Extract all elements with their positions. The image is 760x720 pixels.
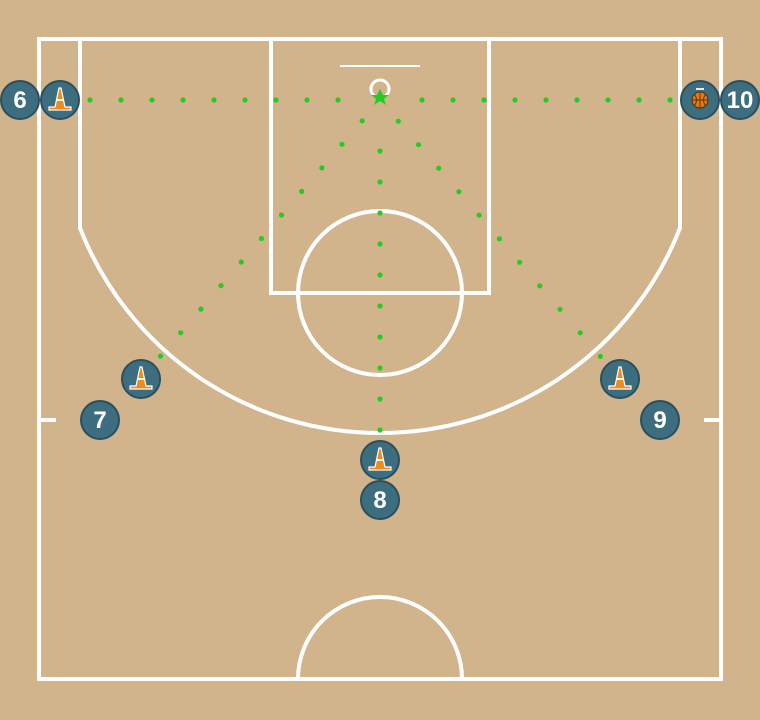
path-dot-9 xyxy=(557,306,563,312)
path-dot-7 xyxy=(218,283,224,289)
path-dot-8 xyxy=(377,365,383,371)
path-dot-9 xyxy=(415,142,422,148)
path-dot-6 xyxy=(149,97,155,103)
path-dot-7 xyxy=(157,353,164,359)
path-dot-7 xyxy=(359,118,365,124)
path-dot-7 xyxy=(238,259,244,265)
path-dot-10 xyxy=(605,97,611,103)
player-9-badge xyxy=(640,400,680,440)
cone-icon xyxy=(368,447,392,471)
path-dot-7 xyxy=(299,188,305,194)
path-dot-10 xyxy=(574,97,580,103)
player-10-position xyxy=(680,80,720,120)
cone-icon xyxy=(48,87,72,111)
path-dot-7 xyxy=(339,141,345,147)
path-dot-8 xyxy=(377,179,383,185)
player-7-badge xyxy=(80,400,120,440)
path-dot-10 xyxy=(450,97,456,103)
path-dot-9 xyxy=(577,330,583,336)
path-dot-10 xyxy=(543,97,549,103)
path-dot-9 xyxy=(395,118,401,124)
player-7-label: 7 xyxy=(93,407,106,434)
path-dot-6 xyxy=(304,97,310,103)
path-dot-7 xyxy=(198,306,204,312)
cone-icon xyxy=(129,366,153,390)
path-dot-10 xyxy=(512,97,518,103)
player-6-position xyxy=(40,80,80,120)
player-8-label: 8 xyxy=(373,487,386,514)
path-dot-9 xyxy=(456,189,462,195)
path-dot-9 xyxy=(476,212,482,218)
player-8-badge xyxy=(360,480,400,520)
player-10[interactable]: 10 xyxy=(680,80,760,120)
path-dot-6 xyxy=(118,97,124,103)
path-dot-9 xyxy=(496,236,502,242)
path-dot-6 xyxy=(180,97,186,103)
player-6[interactable]: 6 xyxy=(0,80,80,120)
player-8[interactable]: 8 xyxy=(360,440,400,520)
path-dot-10 xyxy=(419,97,425,103)
path-dot-6 xyxy=(211,97,217,103)
player-7[interactable]: 7 xyxy=(80,359,161,440)
player-8-position xyxy=(360,440,400,480)
basketball-icon xyxy=(691,91,709,109)
center-circle xyxy=(296,595,464,680)
player-9-position xyxy=(600,359,640,399)
court-lines xyxy=(37,37,723,681)
path-dot-9 xyxy=(537,283,543,289)
player-7-position xyxy=(121,359,161,399)
free-throw-lane xyxy=(269,37,491,295)
path-dot-8 xyxy=(377,334,383,340)
path-dot-8 xyxy=(377,148,383,154)
path-dot-8 xyxy=(377,241,383,247)
player-6-label: 6 xyxy=(13,87,26,114)
basket-star-icon xyxy=(371,89,389,105)
dotted-paths xyxy=(87,97,673,433)
path-dot-10 xyxy=(636,97,642,103)
path-dot-9 xyxy=(517,259,523,265)
path-dot-7 xyxy=(258,235,264,242)
path-dot-6 xyxy=(87,97,93,103)
path-dot-7 xyxy=(278,212,285,218)
path-dot-7 xyxy=(178,330,184,336)
basket-target xyxy=(371,89,389,105)
path-dot-8 xyxy=(377,210,383,216)
path-dot-9 xyxy=(597,353,604,359)
cone-icon xyxy=(696,88,704,90)
player-6-badge xyxy=(0,80,40,120)
player-9-label: 9 xyxy=(653,407,666,434)
path-dot-6 xyxy=(242,97,248,103)
path-dot-7 xyxy=(319,165,325,171)
player-9[interactable]: 9 xyxy=(600,359,680,440)
path-dot-9 xyxy=(436,165,442,171)
three-point-line xyxy=(78,39,682,436)
path-dot-8 xyxy=(377,272,383,278)
player-10-badge xyxy=(720,80,760,120)
path-dot-6 xyxy=(335,97,341,103)
path-dot-6 xyxy=(273,97,279,103)
path-dot-8 xyxy=(377,396,383,402)
path-dot-8 xyxy=(377,427,383,433)
player-10-label: 10 xyxy=(727,87,754,114)
path-dot-10 xyxy=(481,97,487,103)
path-dot-8 xyxy=(377,303,383,309)
path-dot-10 xyxy=(667,97,673,103)
cone-icon xyxy=(608,366,632,390)
